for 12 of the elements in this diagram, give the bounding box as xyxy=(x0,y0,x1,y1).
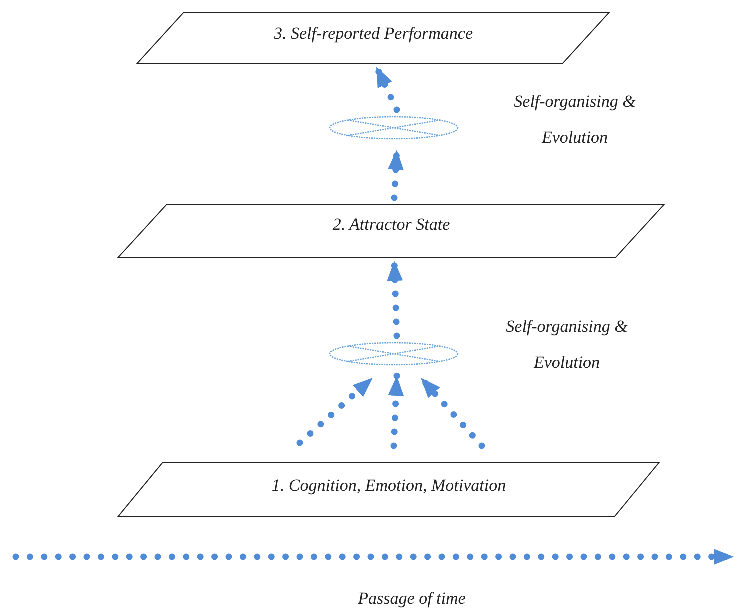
plane-label: 1. Cognition, Emotion, Motivation xyxy=(272,476,506,496)
dotted-arrow xyxy=(388,372,404,450)
plane-label: 3. Self-reported Performance xyxy=(274,24,474,44)
process-label: Self-organising & Evolution xyxy=(513,91,637,149)
parallelogram-plane xyxy=(118,204,665,258)
axis-label: Passage of time xyxy=(357,588,467,610)
dotted-ellipse xyxy=(329,116,459,140)
parallelogram-plane xyxy=(118,462,660,517)
process-label: Self-organising & Evolution xyxy=(505,316,629,374)
plane-label: 2. Attractor State xyxy=(332,215,450,235)
parallelogram-plane xyxy=(137,12,610,64)
dotted-ellipse xyxy=(329,342,459,366)
